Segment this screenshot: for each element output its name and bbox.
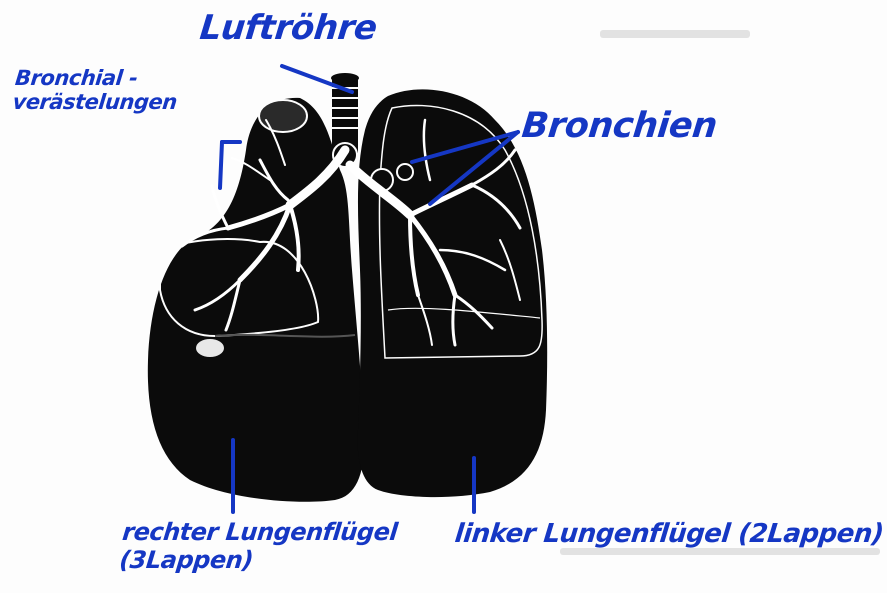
label-rechter-line1: rechter Lungenflügel	[121, 518, 399, 546]
label-linker-lungenfluegel: linker Lungenflügel (2Lappen)	[453, 519, 884, 549]
label-rechter-lungenfluegel: rechter Lungenflügel (3Lappen)	[118, 518, 399, 574]
label-bronchial-line2: verästelungen	[11, 90, 178, 114]
label-bronchialverastelungen: Bronchial - verästelungen	[11, 66, 180, 114]
label-rechter-line2: (3Lappen)	[118, 546, 396, 574]
label-bronchien: Bronchien	[520, 106, 719, 146]
label-bronchial-line1: Bronchial -	[14, 66, 181, 90]
right-lung	[148, 98, 364, 502]
label-luftroehre: Luftröhre	[198, 8, 379, 48]
